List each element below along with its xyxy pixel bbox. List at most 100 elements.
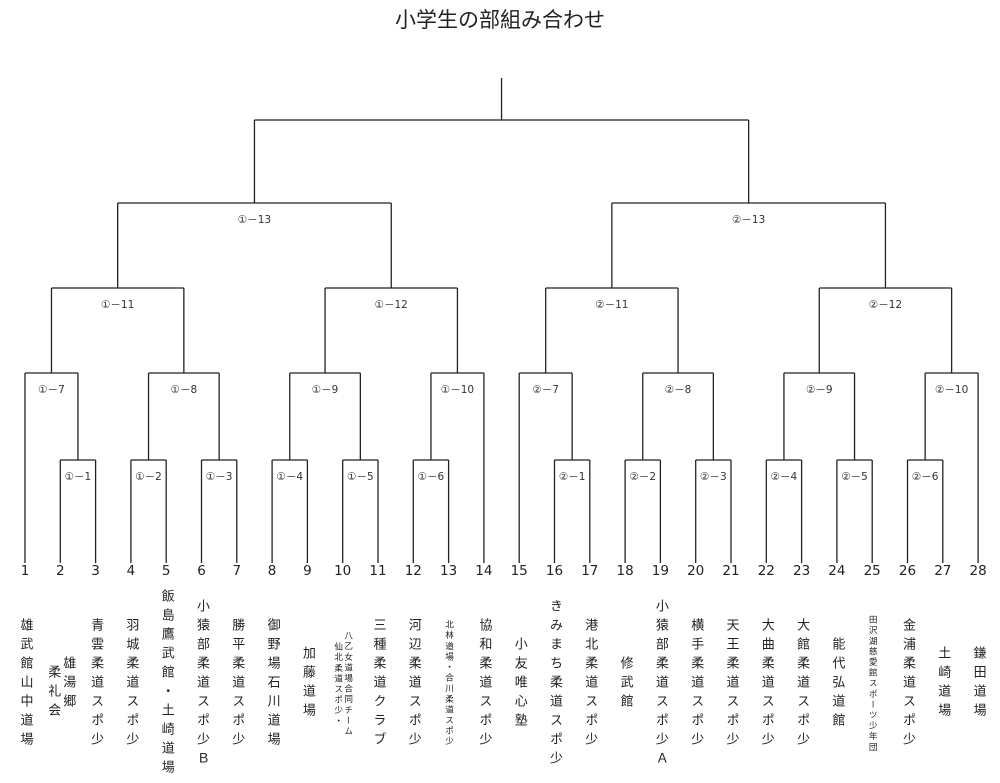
page-title: 小学生の部組み合わせ xyxy=(395,8,605,32)
team-entry: 4 羽城柔道スポ少 xyxy=(114,563,148,783)
team-number: 11 xyxy=(369,563,387,579)
team-name: 雄武館山中道場 xyxy=(17,617,33,751)
team-entry: 28 鎌田道場 xyxy=(961,563,995,783)
team-number: 18 xyxy=(616,563,634,579)
team-number: 3 xyxy=(91,563,100,579)
match-r2-1-label: ①－7 xyxy=(38,384,65,396)
match-r2-2-label: ①－8 xyxy=(171,384,198,396)
team-name: 御野場石川道場 xyxy=(264,617,280,751)
team-name: 鎌田道場 xyxy=(970,646,986,722)
team-entry: 17 港北柔道スポ少 xyxy=(573,563,607,783)
match-r2-4-label: ①－10 xyxy=(441,384,474,396)
team-number: 23 xyxy=(793,563,811,579)
team-entry: 23 大館柔道スポ少 xyxy=(785,563,819,783)
match-r2-8-label: ②－10 xyxy=(935,384,968,396)
match-r1-3-label: ①－3 xyxy=(206,471,233,483)
team-number: 4 xyxy=(126,563,136,579)
team-entry: 11 三種柔道クラブ xyxy=(361,563,395,783)
team-name: 河辺柔道スポ少 xyxy=(405,617,421,751)
match-r3-4-label: ②－12 xyxy=(869,299,902,311)
team-number: 28 xyxy=(969,563,987,579)
team-name: 小猿部柔道スポ少Ａ xyxy=(652,598,668,770)
team-name: 金浦柔道スポ少 xyxy=(900,617,915,751)
team-entry: 2 雄湯郷 柔礼会 xyxy=(43,563,77,783)
team-name: 羽城柔道スポ少 xyxy=(123,617,139,751)
team-number: 8 xyxy=(267,563,277,579)
team-name: 大曲柔道スポ少 xyxy=(758,617,774,751)
match-r1-12-label: ②－6 xyxy=(912,471,939,483)
team-number: 7 xyxy=(232,563,242,579)
team-number: 10 xyxy=(334,563,352,579)
match-r1-1-label: ①－1 xyxy=(65,471,92,483)
team-name: きみまち柔道スポ少 xyxy=(547,598,562,770)
team-entry: 6 小猿部柔道スポ少Ｂ xyxy=(185,563,219,783)
match-r1-6-label: ①－6 xyxy=(418,471,445,483)
match-r3-2-label: ①－12 xyxy=(375,299,408,311)
team-number: 27 xyxy=(934,563,952,579)
team-number: 25 xyxy=(863,563,881,579)
team-name: 北林道場・合川柔道スポ少 xyxy=(443,620,454,748)
match-r2-6-label: ②－8 xyxy=(665,384,692,396)
match-r4-1-label: ①－13 xyxy=(238,214,271,226)
team-entry: 19 小猿部柔道スポ少Ａ xyxy=(643,563,677,783)
team-entry: 10 八乙女道場合同チーム 仙北柔道スポ少・ xyxy=(326,563,360,783)
match-r1-7-label: ②－1 xyxy=(559,471,586,483)
match-r1-4-label: ①－4 xyxy=(276,471,303,483)
team-name: 三種柔道クラブ xyxy=(370,617,386,751)
team-number: 24 xyxy=(828,563,846,579)
team-number: 9 xyxy=(303,563,312,579)
team-entry: 8 御野場石川道場 xyxy=(255,563,289,783)
team-name: 八乙女道場合同チーム 仙北柔道スポ少・ xyxy=(332,631,353,737)
team-name: 大館柔道スポ少 xyxy=(794,617,810,751)
match-r1-9-label: ②－3 xyxy=(700,471,727,483)
team-name: 飯島鷹武館・土崎道場 xyxy=(158,589,174,779)
team-number: 19 xyxy=(651,563,669,579)
team-entry: 27 土崎道場 xyxy=(926,563,960,783)
team-entry: 13 北林道場・合川柔道スポ少 xyxy=(432,563,466,783)
team-number: 16 xyxy=(545,563,564,579)
team-number: 20 xyxy=(687,563,705,579)
team-entry: 14 協和柔道スポ少 xyxy=(467,563,501,783)
team-number: 17 xyxy=(581,563,599,579)
team-name: 小友唯心塾 xyxy=(511,636,527,732)
team-entry: 5 飯島鷹武館・土崎道場 xyxy=(149,563,183,783)
match-r1-11-label: ②－5 xyxy=(841,471,868,483)
team-entry: 1 雄武館山中道場 xyxy=(8,563,42,783)
team-name: 小猿部柔道スポ少Ｂ xyxy=(194,598,209,770)
match-r2-3-label: ①－9 xyxy=(312,384,339,396)
team-number: 22 xyxy=(757,563,775,579)
match-r1-5-label: ①－5 xyxy=(347,471,374,483)
team-entry: 7 勝平柔道スポ少 xyxy=(220,563,254,783)
match-r1-2-label: ①－2 xyxy=(135,471,162,483)
team-name: 勝平柔道スポ少 xyxy=(229,617,245,751)
team-name: 能代弘道館 xyxy=(829,636,845,732)
team-number: 21 xyxy=(722,563,740,579)
team-name: 港北柔道スポ少 xyxy=(582,617,598,751)
team-entry: 25 田沢湖慈愛館スポーツ少年団 xyxy=(855,563,889,783)
match-r3-1-label: ①－11 xyxy=(101,299,134,311)
team-number: 12 xyxy=(404,563,422,579)
team-number: 6 xyxy=(197,563,206,579)
team-name: 雄湯郷 柔礼会 xyxy=(45,655,76,723)
team-number: 1 xyxy=(20,563,30,579)
match-r3-3-label: ②－11 xyxy=(595,299,628,311)
team-name: 田沢湖慈愛館スポーツ少年団 xyxy=(867,615,878,753)
team-entry: 24 能代弘道館 xyxy=(820,563,854,783)
team-name: 協和柔道スポ少 xyxy=(476,617,492,751)
team-name: 土崎道場 xyxy=(935,646,951,722)
team-number: 2 xyxy=(56,563,65,579)
team-number: 5 xyxy=(161,563,171,579)
match-r2-5-label: ②－7 xyxy=(532,384,559,396)
match-r1-10-label: ②－4 xyxy=(771,471,798,483)
team-number: 13 xyxy=(440,563,458,579)
match-r4-2-label: ②－13 xyxy=(732,214,765,226)
team-number: 14 xyxy=(475,563,493,579)
